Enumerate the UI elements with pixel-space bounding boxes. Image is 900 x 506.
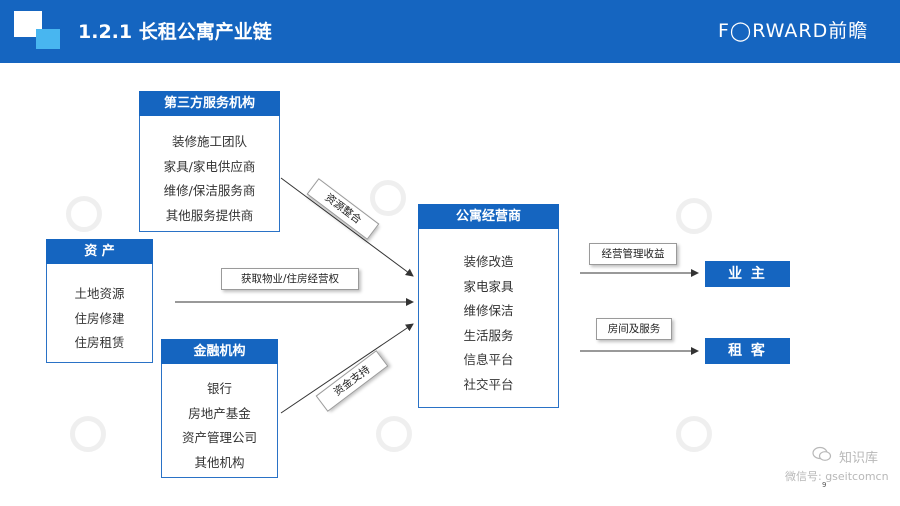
logo-accent-square-icon: [36, 29, 60, 49]
header-bar: 1.2.1 长租公寓产业链 F◯RWARD前瞻: [0, 0, 900, 63]
watermark-logo-icon: [676, 416, 712, 452]
brand-logo: F◯RWARD前瞻: [718, 20, 869, 42]
finance-title: 金融机构: [161, 339, 278, 364]
third-party-item: 其他服务提供商: [165, 207, 254, 223]
third-party-box: 装修施工团队 家具/家电供应商 维修/保洁服务商 其他服务提供商: [139, 115, 280, 232]
third-party-item: 装修施工团队: [171, 134, 247, 149]
operator-item: 家电家具: [463, 278, 514, 294]
operator-item: 生活服务: [463, 327, 514, 343]
wechat-icon: [812, 446, 832, 461]
watermark-logo-icon: [70, 416, 106, 452]
operator-item: 社交平台: [463, 376, 514, 392]
watermark-logo-icon: [676, 198, 712, 234]
arrow-finance-to-operator: [280, 323, 414, 414]
account-name: 知识库: [839, 451, 879, 466]
watermark-logo-icon: [376, 416, 412, 452]
assets-item: 住房租赁: [74, 335, 125, 350]
operator-box: 装修改造 家电家具 维修保洁 生活服务 信息平台 社交平台: [418, 228, 559, 408]
operator-title: 公寓经营商: [418, 204, 559, 229]
operator-item: 维修保洁: [463, 303, 514, 318]
operating-income-label: 经营管理收益: [589, 243, 677, 265]
tenant-box: 租 客: [705, 338, 790, 364]
assets-item: 土地资源: [74, 286, 125, 301]
finance-item: 房地产基金: [188, 405, 251, 421]
third-party-item: 维修/保洁服务商: [163, 183, 256, 198]
acquire-property-label: 获取物业/住房经营权: [221, 268, 359, 290]
operator-item: 装修改造: [463, 254, 514, 269]
operator-item: 信息平台: [463, 352, 514, 367]
owner-box: 业 主: [705, 261, 790, 287]
finance-item: 其他机构: [194, 454, 245, 470]
arrow-third-party-to-operator: [280, 177, 414, 277]
watermark-logo-icon: [370, 180, 406, 216]
account-id: 微信号: gseitcomcn: [785, 470, 889, 483]
finance-box: 银行 房地产基金 资产管理公司 其他机构: [161, 362, 278, 478]
housing-service-label: 房间及服务: [596, 318, 672, 340]
assets-title: 资 产: [46, 239, 153, 264]
third-party-item: 家具/家电供应商: [163, 158, 256, 174]
assets-box: 土地资源 住房修建 住房租赁: [46, 262, 153, 363]
finance-item: 资产管理公司: [181, 430, 257, 445]
page-title: 1.2.1 长租公寓产业链: [78, 21, 272, 43]
page-number: 9: [822, 481, 827, 489]
assets-item: 住房修建: [74, 310, 125, 326]
watermark-logo-icon: [66, 196, 102, 232]
third-party-title: 第三方服务机构: [139, 91, 280, 116]
finance-item: 银行: [206, 381, 232, 396]
